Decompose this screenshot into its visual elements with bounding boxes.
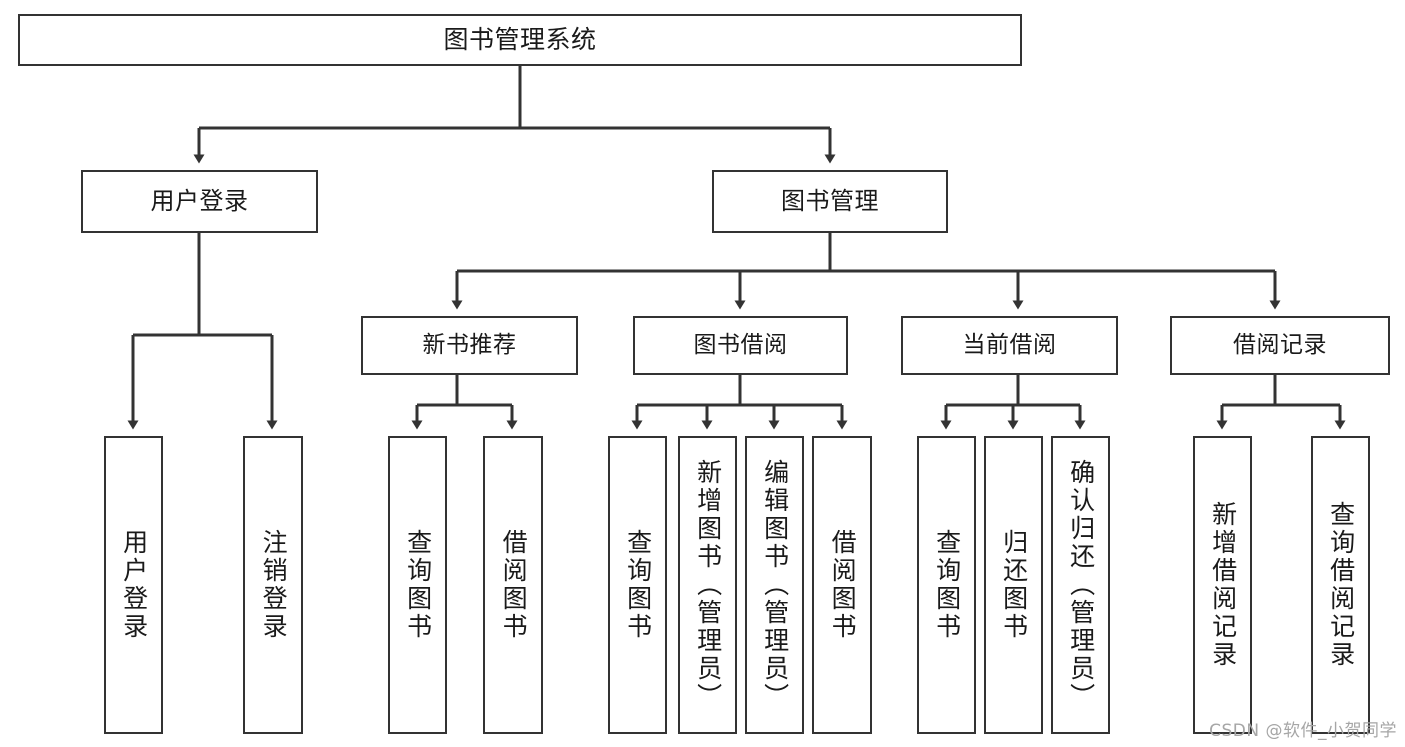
node-label: 查询图书 <box>932 529 962 641</box>
node-label: 借阅图书 <box>499 529 529 641</box>
node-label: 借阅记录 <box>1233 332 1327 359</box>
node-label: 借阅图书 <box>828 529 858 641</box>
node-label: 查询借阅记录 <box>1326 501 1356 669</box>
node-label: 图书管理系统 <box>443 25 597 55</box>
node-label: 用户登录 <box>119 529 149 641</box>
node-label: 查询图书 <box>623 529 653 641</box>
node-borrowing-record[interactable]: 借阅记录 <box>1170 316 1390 375</box>
csdn-watermark: CSDN @软件_小贺同学 <box>1209 721 1397 741</box>
leaf-add-borrow-record[interactable]: 新增借阅记录 <box>1193 436 1252 734</box>
node-book-management[interactable]: 图书管理 <box>712 170 948 233</box>
node-label: 用户登录 <box>150 187 249 216</box>
leaf-query-book-recommendation[interactable]: 查询图书 <box>388 436 447 734</box>
node-root-system[interactable]: 图书管理系统 <box>18 14 1022 66</box>
leaf-add-book-admin[interactable]: 新增图书（管理员） <box>678 436 737 734</box>
leaf-borrow-book-borrowing[interactable]: 借阅图书 <box>812 436 872 734</box>
leaf-edit-book-admin[interactable]: 编辑图书（管理员） <box>745 436 804 734</box>
leaf-query-book-current[interactable]: 查询图书 <box>917 436 976 734</box>
leaf-return-book[interactable]: 归还图书 <box>984 436 1043 734</box>
node-label: 新增图书（管理员） <box>693 459 723 711</box>
node-label: 编辑图书（管理员） <box>760 459 790 711</box>
node-label: 图书借阅 <box>693 332 788 359</box>
leaf-borrow-book-recommendation[interactable]: 借阅图书 <box>483 436 543 734</box>
leaf-user-login[interactable]: 用户登录 <box>104 436 163 734</box>
leaf-confirm-return-admin[interactable]: 确认归还（管理员） <box>1051 436 1110 734</box>
node-label: 新书推荐 <box>422 332 517 359</box>
node-book-borrowing[interactable]: 图书借阅 <box>633 316 848 375</box>
leaf-query-book-borrowing[interactable]: 查询图书 <box>608 436 667 734</box>
node-label: 归还图书 <box>999 529 1029 641</box>
node-label: 图书管理 <box>781 187 879 216</box>
node-label: 新增借阅记录 <box>1208 501 1238 669</box>
node-label: 确认归还（管理员） <box>1066 459 1096 711</box>
leaf-query-borrow-record[interactable]: 查询借阅记录 <box>1311 436 1370 734</box>
node-user-login[interactable]: 用户登录 <box>81 170 318 233</box>
node-label: 注销登录 <box>259 529 289 641</box>
leaf-logout[interactable]: 注销登录 <box>243 436 303 734</box>
node-new-book-recommendation[interactable]: 新书推荐 <box>361 316 578 375</box>
node-label: 查询图书 <box>403 529 433 641</box>
node-current-borrowing[interactable]: 当前借阅 <box>901 316 1118 375</box>
node-label: 当前借阅 <box>962 332 1057 359</box>
